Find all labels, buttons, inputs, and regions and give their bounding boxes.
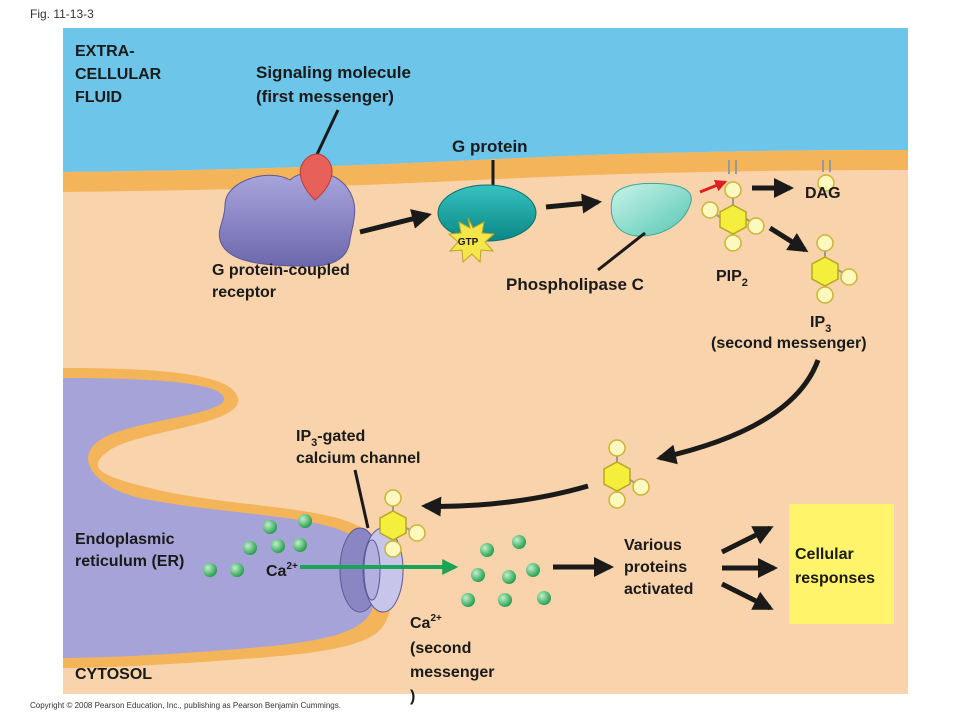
g-protein bbox=[437, 184, 537, 242]
phospholipase-pointer bbox=[597, 231, 646, 272]
ip3-bound-molecule bbox=[379, 489, 426, 558]
arrow-ip3-to-channel bbox=[421, 483, 589, 517]
arrow-ip3-diffuses bbox=[656, 359, 821, 465]
phospholipase-label: Phospholipase C bbox=[506, 275, 644, 294]
gtp-label: GTP bbox=[458, 237, 479, 248]
copyright-text: Copyright © 2008 Pearson Education, Inc.… bbox=[30, 701, 341, 710]
channel-pointer bbox=[353, 469, 370, 529]
arrow-gprotein-to-plc bbox=[545, 193, 602, 214]
gtp-star bbox=[447, 217, 496, 264]
pip2-molecule bbox=[701, 160, 765, 252]
g-protein-coupled-receptor bbox=[218, 171, 356, 267]
arrow-to-ip3 bbox=[768, 225, 809, 253]
extracellular-fluid-label: EXTRA- CELLULAR FLUID bbox=[75, 43, 166, 106]
cytosol-label: CYTOSOL bbox=[75, 666, 152, 683]
dag-label: DAG bbox=[805, 185, 841, 202]
ip3-cytosol-molecule bbox=[603, 439, 650, 509]
ip3-second-messenger-label: (second messenger) bbox=[711, 335, 867, 352]
ip3-label: IP3 bbox=[810, 314, 831, 335]
ip3-gated-calcium-channel bbox=[339, 527, 404, 613]
arrow-response-1 bbox=[720, 525, 774, 555]
signaling-molecule-label: Signaling molecule (first messenger) bbox=[256, 63, 416, 106]
ca-er-label: Ca2+ bbox=[266, 561, 298, 580]
ip3-gated-channel-label: IP3-gated calcium channel bbox=[296, 428, 421, 467]
phospholipase-c bbox=[610, 182, 692, 237]
pip2-label: PIP2 bbox=[716, 268, 748, 289]
cellular-responses-label: Cellular responses bbox=[795, 546, 875, 587]
g-protein-label: G protein bbox=[452, 137, 528, 156]
dag-molecule bbox=[817, 160, 835, 192]
receptor-label: G protein-coupled receptor bbox=[212, 262, 354, 301]
arrow-receptor-to-gprotein bbox=[359, 209, 432, 235]
ca-second-messenger-label: Ca2+ (second messenger ) bbox=[410, 608, 499, 705]
arrow-response-3 bbox=[720, 581, 774, 611]
calcium-ions-cytosol bbox=[461, 535, 551, 607]
endoplasmic-reticulum bbox=[63, 378, 376, 658]
extracellular-region bbox=[63, 28, 908, 172]
ip3-molecule bbox=[811, 234, 858, 304]
figure-label: Fig. 11-13-3 bbox=[30, 7, 94, 21]
various-proteins-label: Various proteins activated bbox=[624, 537, 693, 598]
signaling-molecule bbox=[299, 153, 333, 201]
cellular-responses-box bbox=[789, 504, 894, 624]
er-label: Endoplasmic reticulum (ER) bbox=[75, 531, 184, 570]
red-arrow-plc-action bbox=[699, 179, 728, 194]
calcium-ions-er bbox=[203, 514, 312, 577]
